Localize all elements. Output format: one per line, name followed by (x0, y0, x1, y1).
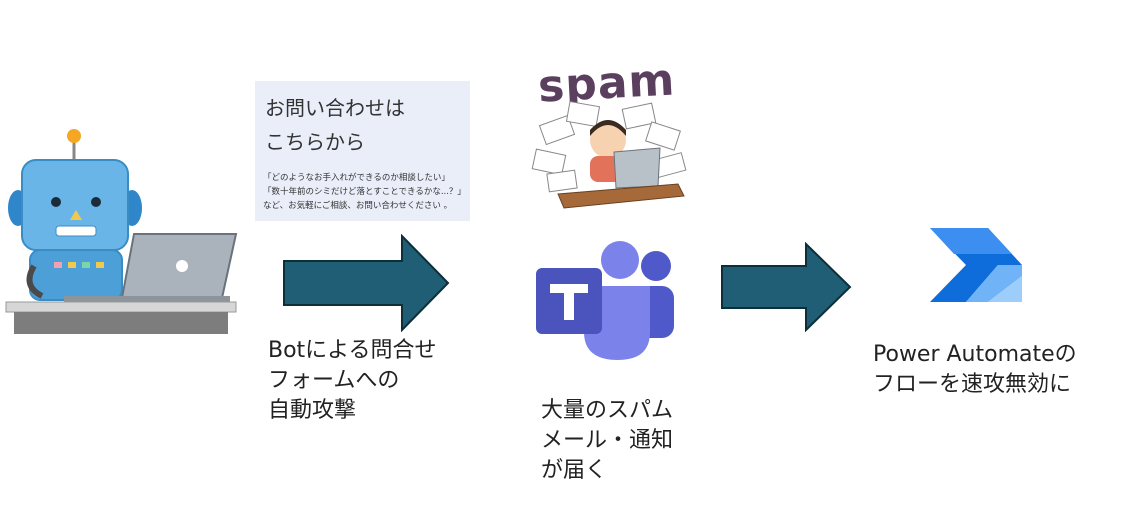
caption-power-automate: Power Automateの フローを速攻無効に (873, 340, 1077, 400)
caption-line: フローを速攻無効に (873, 372, 1072, 397)
form-title-line: こちらから (265, 130, 365, 154)
contact-form-card: お問い合わせは こちらから 「どのようなお手入れができるのか相談したい」 「数十… (255, 81, 470, 221)
caption-line: 自動攻撃 (268, 398, 357, 423)
form-body-line: 「どのようなお手入れができるのか相談したい」 (263, 173, 450, 183)
spam-person-icon (528, 100, 688, 212)
arrow-right-icon (720, 241, 852, 333)
teams-icon (536, 240, 678, 362)
power-automate-icon (926, 226, 1026, 304)
caption-line: が届く (541, 458, 608, 483)
form-title: お問い合わせは こちらから (265, 91, 405, 159)
arrow-right-icon (282, 233, 450, 333)
form-title-line: お問い合わせは (265, 96, 405, 120)
caption-line: Power Automateの (873, 342, 1077, 367)
caption-bot-attack: Botによる問合せ フォームへの 自動攻撃 (268, 336, 437, 426)
robot-laptop-icon (4, 126, 240, 338)
form-body: 「どのようなお手入れができるのか相談したい」 「数十年前のシミだけど落とすことで… (263, 171, 466, 213)
form-body-line: など、お気軽にご相談、お問い合わせください 。 (263, 201, 453, 211)
caption-line: メール・通知 (541, 428, 674, 453)
caption-line: フォームへの (268, 368, 400, 393)
caption-line: 大量のスパム (541, 398, 674, 423)
caption-line: Botによる問合せ (268, 338, 437, 363)
form-body-line: 「数十年前のシミだけど落とすことできるかな...？」 (263, 187, 466, 197)
caption-spam-mail: 大量のスパム メール・通知 が届く (541, 396, 673, 486)
